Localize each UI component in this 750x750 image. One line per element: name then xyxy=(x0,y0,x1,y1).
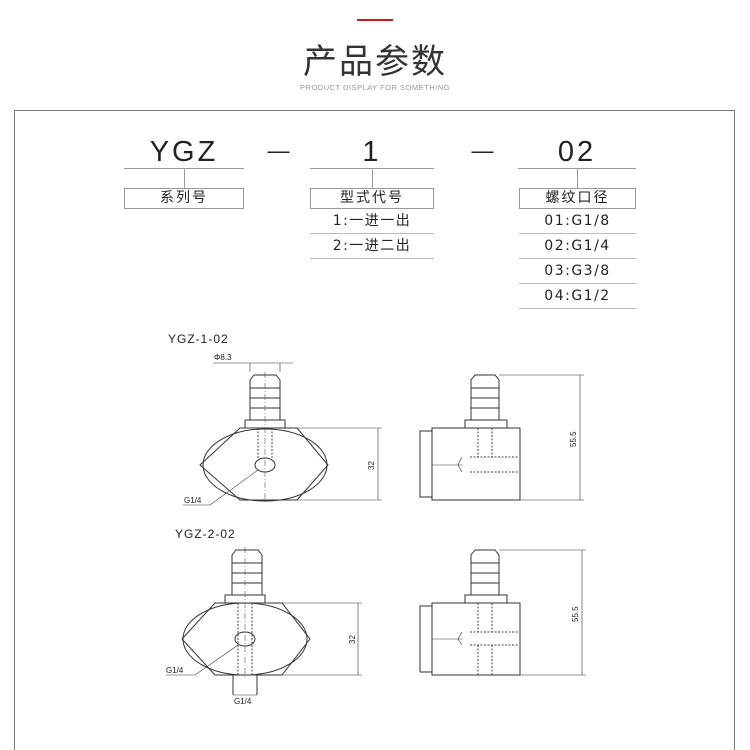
type-option: 1:一进一出 xyxy=(310,209,434,234)
drawing-1-front-view: YGZ-1-02 Φ8.3 32 G1/4 xyxy=(168,332,382,506)
port-label: G1/4 xyxy=(184,496,202,505)
thread-option: 03:G3/8 xyxy=(519,259,636,284)
code-series: YGZ xyxy=(149,136,219,168)
total-height-label: 55.5 xyxy=(569,431,578,447)
accent-bar xyxy=(357,19,393,21)
code-separator: — xyxy=(267,138,293,163)
series-label: 系列号 xyxy=(124,188,244,209)
code-thread: 02 xyxy=(557,136,597,168)
type-option: 2:一进二出 xyxy=(310,234,434,259)
code-type: 1 xyxy=(362,136,382,168)
thread-label: 螺纹口径 xyxy=(519,188,636,209)
thread-option: 02:G1/4 xyxy=(519,234,636,259)
connector xyxy=(372,168,373,188)
thread-option: 04:G1/2 xyxy=(519,284,636,309)
total-height-label: 55.5 xyxy=(571,606,580,622)
drawing-1-title: YGZ-1-02 xyxy=(168,332,229,346)
type-options: 1:一进一出 2:一进二出 xyxy=(310,209,434,259)
content-frame xyxy=(14,110,735,750)
hex-height-label: 32 xyxy=(367,461,376,470)
drawing-2-title: YGZ-2-02 xyxy=(175,527,236,541)
barb-diameter-label: Φ8.3 xyxy=(214,353,232,362)
thread-options: 01:G1/8 02:G1/4 03:G3/8 04:G1/2 xyxy=(519,209,636,309)
connector xyxy=(577,168,578,188)
connector xyxy=(184,168,185,188)
thread-option: 01:G1/8 xyxy=(519,209,636,234)
page-title: 产品参数 xyxy=(303,42,447,82)
drawing-2-side-view: 55.5 xyxy=(419,549,586,676)
hex-height-label: 32 xyxy=(348,635,357,644)
page-subtitle: PRODUCT DISPLAY FOR SOMETHING xyxy=(300,83,450,92)
port-label: G1/4 xyxy=(166,666,184,675)
drawing-1-side-view: 55.5 xyxy=(419,374,584,501)
bottom-port-label: G1/4 xyxy=(234,697,252,706)
drawing-2-front-view: YGZ-2-02 G1/4 32 G1/4 xyxy=(166,527,362,706)
code-separator: — xyxy=(471,138,497,163)
type-label: 型式代号 xyxy=(310,188,434,209)
